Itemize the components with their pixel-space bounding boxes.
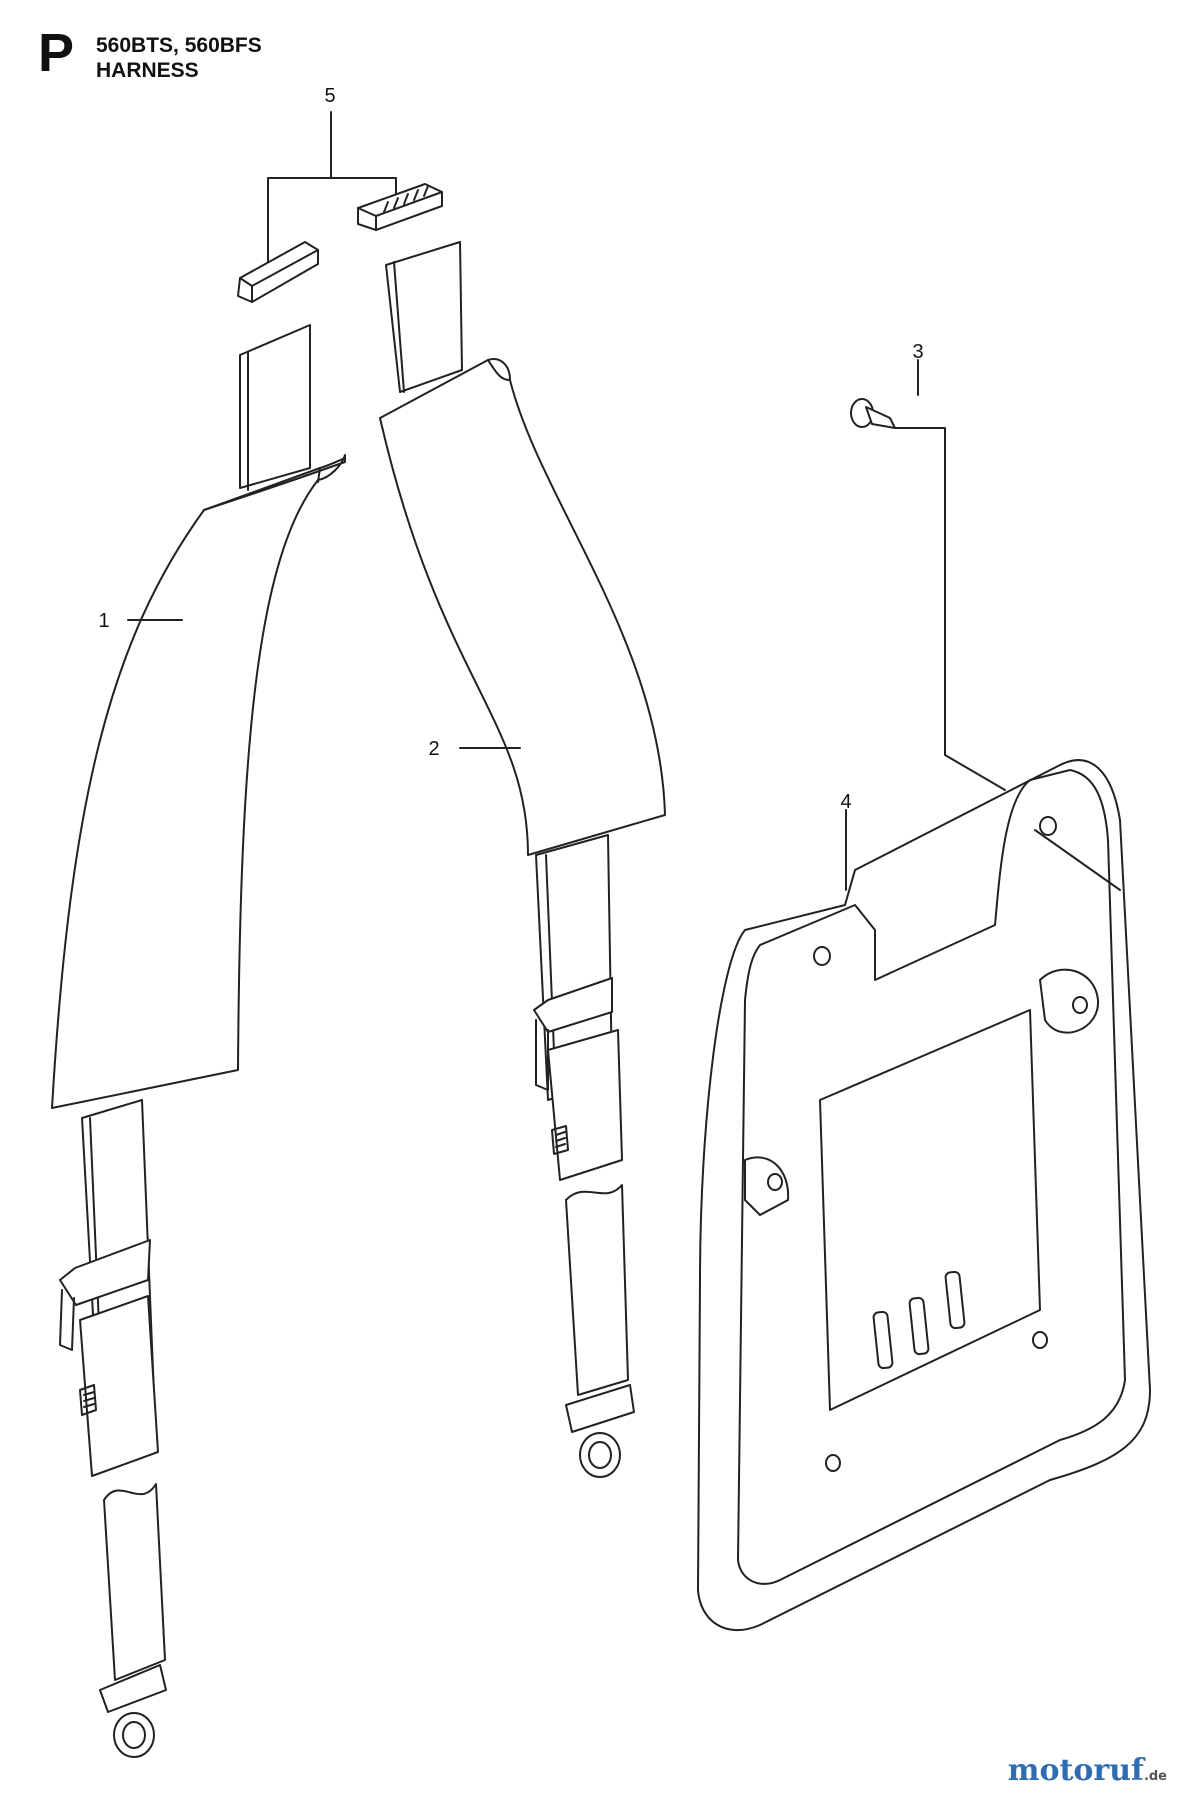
assembly-title: HARNESS: [96, 59, 199, 82]
watermark-suffix: .de: [1143, 1769, 1167, 1784]
part-2-right-strap: [379, 241, 666, 1478]
callout-4: 4: [840, 791, 851, 813]
model-numbers: 560BTS, 560BFS: [96, 34, 262, 57]
callout-5: 5: [324, 85, 335, 107]
part-4-back-plate: [697, 759, 1151, 1631]
callout-3: 3: [912, 341, 923, 363]
watermark-text: motoruf: [1007, 1753, 1144, 1788]
callout-2: 2: [428, 738, 439, 760]
part-1-left-strap: [51, 324, 346, 1758]
callout-1: 1: [98, 610, 109, 632]
part-5-buckles: [237, 111, 443, 303]
section-letter: P: [38, 23, 75, 83]
watermark-logo: motoruf.de: [1008, 1753, 1167, 1788]
part-3-screw: [850, 359, 1006, 791]
